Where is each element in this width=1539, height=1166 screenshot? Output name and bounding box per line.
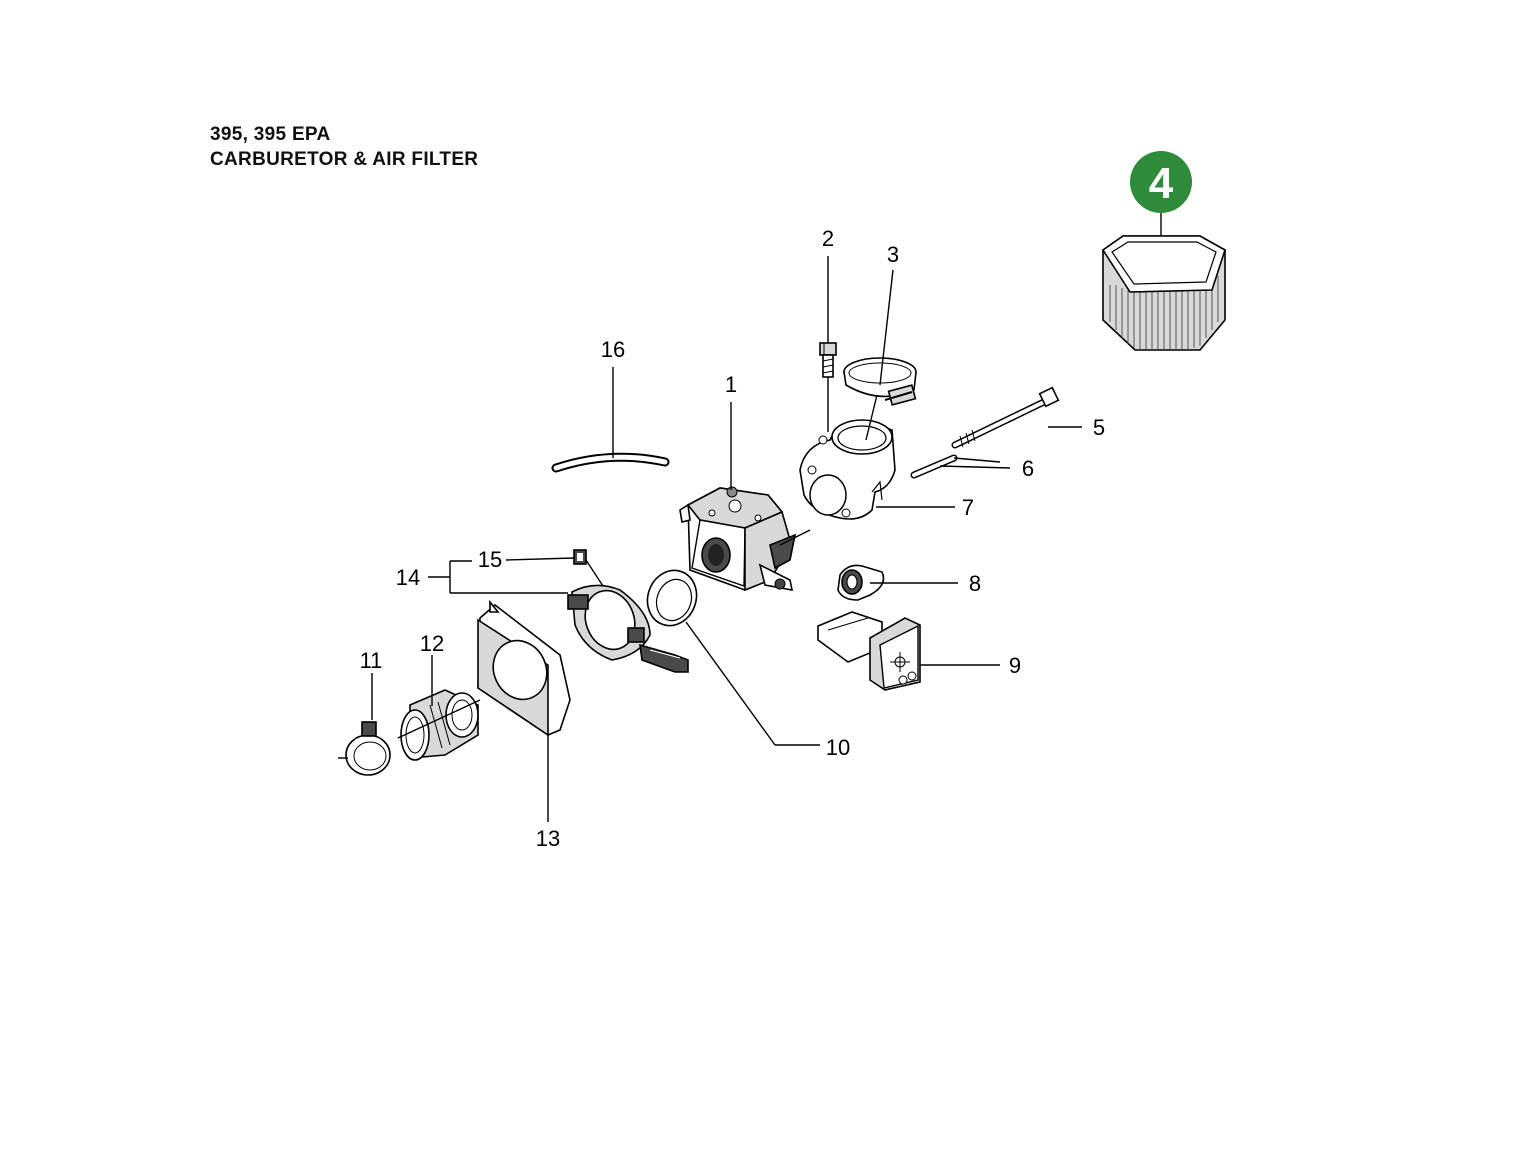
air-filter-top-inner: [1111, 241, 1217, 285]
small-clamp-part[interactable]: [345, 721, 391, 776]
callout-11: 11: [360, 648, 383, 673]
pin-part[interactable]: [910, 454, 958, 479]
callout-13: 13: [536, 826, 560, 851]
callout-numbers: 1 2 3 5 6 7 8 9 10 11 12 13 14 15 16: [360, 226, 1106, 851]
hose-clamp-part[interactable]: [843, 357, 917, 406]
section-badge-circle: [1130, 151, 1192, 213]
filter-base-part[interactable]: [477, 599, 571, 737]
air-filter-pleats: [1109, 276, 1219, 349]
leader-lines: [338, 256, 1082, 822]
model-title: 395, 395 EPA: [210, 124, 331, 145]
callout-2: 2: [822, 226, 834, 251]
bracket-part[interactable]: [817, 611, 921, 691]
fuel-hose-part[interactable]: [551, 452, 670, 473]
choke-knob-part[interactable]: [837, 564, 885, 601]
intake-hose-part[interactable]: [400, 689, 479, 761]
title-block: 395, 395 EPA CARBURETOR & AIR FILTER: [210, 122, 478, 172]
filter-holder-part[interactable]: [567, 584, 689, 673]
intake-adapter-part[interactable]: [799, 419, 896, 520]
callout-8: 8: [969, 571, 981, 596]
section-title: CARBURETOR & AIR FILTER: [210, 149, 479, 170]
callout-14: 14: [396, 565, 420, 590]
air-filter-part[interactable]: [1101, 235, 1226, 351]
long-bolt-part[interactable]: [951, 386, 1060, 449]
callout-15: 15: [478, 547, 502, 572]
section-badge[interactable]: 4: [1130, 151, 1192, 213]
screw-part[interactable]: [819, 342, 837, 378]
callout-5: 5: [1093, 415, 1105, 440]
callout-7: 7: [962, 495, 974, 520]
section-badge-label: 4: [1149, 159, 1174, 208]
small-clip-part[interactable]: [573, 549, 587, 565]
callout-10: 10: [826, 735, 850, 760]
gasket-ring-part[interactable]: [640, 563, 704, 632]
carburetor-part[interactable]: [679, 486, 797, 592]
callout-9: 9: [1009, 653, 1021, 678]
callout-6: 6: [1022, 456, 1034, 481]
callout-1: 1: [725, 372, 737, 397]
callout-3: 3: [887, 242, 899, 267]
callout-12: 12: [420, 631, 444, 656]
callout-16: 16: [601, 337, 625, 362]
